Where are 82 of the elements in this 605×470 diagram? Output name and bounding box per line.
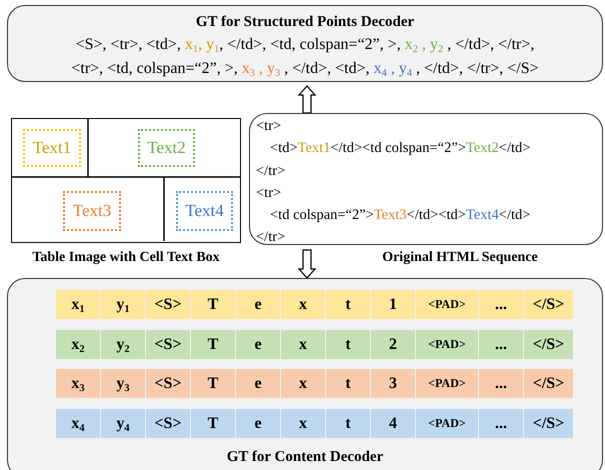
token-cell: <S> (146, 409, 190, 438)
text-box: Text3 (63, 191, 121, 231)
panel-title: GT for Structured Points Decoder (194, 13, 416, 32)
token-cell: 2 (371, 330, 415, 359)
token-cell: <PAD> (416, 330, 478, 359)
token-cell: y$_{4}$ (101, 409, 145, 438)
token-cell: ... (479, 330, 523, 359)
token-cell: <PAD> (416, 290, 478, 319)
table-image (11, 118, 241, 243)
html-tag: </td><td colspan=“2”> (330, 140, 466, 156)
cell-text: Text4 (466, 207, 499, 224)
token-cell: T (191, 290, 235, 319)
token-cell: <PAD> (416, 369, 478, 398)
token-cell: e (236, 330, 280, 359)
html-tag: <tr> (256, 118, 282, 134)
html-tag: <td colspan=“2”> (270, 207, 374, 224)
node-label: Original HTML Sequence (381, 250, 539, 266)
token-cell: y$_{2}$ (101, 330, 145, 359)
token-cell: <S> (146, 290, 190, 319)
token-cell: </S> (524, 290, 573, 319)
decoder-panel (7, 5, 603, 82)
token-cell: e (236, 369, 280, 398)
token-cell: e (236, 290, 280, 319)
token-cell: e (236, 409, 280, 438)
token-cell: t (326, 330, 370, 359)
token-cell: y$_{3}$ (101, 369, 145, 398)
token-cell: T (191, 409, 235, 438)
node-label: Table Image with Cell Text Box (31, 250, 221, 266)
token-cell: ... (479, 409, 523, 438)
token-cell: x$_{1}$ (56, 290, 100, 319)
html-token: , </td>, </tr>, (447, 36, 534, 53)
token-cell: x (281, 409, 325, 438)
token-cell: 1 (371, 290, 415, 319)
html-tag: </td><td> (406, 207, 466, 224)
token-cell: </S> (524, 369, 573, 398)
token-cell: </S> (524, 330, 573, 359)
html-token: <S>, <tr>, <td>, (76, 36, 181, 53)
text-box: Text4 (176, 191, 233, 231)
coordinate-text: x$_{3}$ , y$_{3}$ (242, 60, 280, 77)
html-tag: </tr> (256, 162, 286, 179)
token-cell: x$_{3}$ (56, 369, 100, 398)
html-token: , </td>, <td>, (284, 60, 370, 77)
token-cell: ... (479, 369, 523, 398)
panel-title: GT for Content Decoder (226, 448, 384, 467)
cell-text: Text1 (298, 140, 330, 156)
text-box: Text2 (138, 129, 195, 167)
token-cell: 3 (371, 369, 415, 398)
hollow-arrow (298, 85, 316, 114)
token-cell: t (326, 409, 370, 438)
token-cell: </S> (524, 409, 573, 438)
token-cell: <PAD> (416, 409, 478, 438)
token-cell: <S> (146, 330, 190, 359)
token-cell: x$_{4}$ (56, 409, 100, 438)
coordinate-text: x$_{4}$ , y$_{4}$ (374, 60, 412, 77)
html-token: , </td>, <td, colspan=“2”, >, (219, 36, 401, 53)
token-cell: ... (479, 290, 523, 319)
coordinate-text: x$_{1}$, y$_{1}$ (184, 36, 220, 53)
token-cell: T (191, 330, 235, 359)
html-token: <tr>, <td, colspan=“2”, >, (71, 60, 238, 77)
html-tag: </tr> (256, 229, 286, 246)
cell-text: Text3 (374, 207, 407, 224)
token-cell: 4 (371, 409, 415, 438)
token-cell: y$_{1}$ (101, 290, 145, 319)
code-panel (249, 113, 603, 245)
html-tag: <tr> (256, 184, 282, 201)
token-cell: T (191, 369, 235, 398)
token-cell: t (326, 290, 370, 319)
cell-text: Text2 (466, 140, 499, 156)
token-cell: x$_{2}$ (56, 330, 100, 359)
html-tag: <td> (270, 140, 298, 156)
html-tag: </td> (498, 207, 530, 224)
coordinate-text: x$_{2}$ , y$_{2}$ (404, 36, 444, 53)
token-cell: x (281, 330, 325, 359)
token-cell: x (281, 369, 325, 398)
text-box: Text1 (23, 129, 81, 167)
html-token: , </td>, </tr>, </S> (416, 60, 539, 77)
token-cell: t (326, 369, 370, 398)
hollow-arrow (298, 249, 316, 279)
token-cell: <S> (146, 369, 190, 398)
token-cell: x (281, 290, 325, 319)
html-tag: </td> (498, 140, 530, 156)
decoder-panel (7, 278, 603, 470)
